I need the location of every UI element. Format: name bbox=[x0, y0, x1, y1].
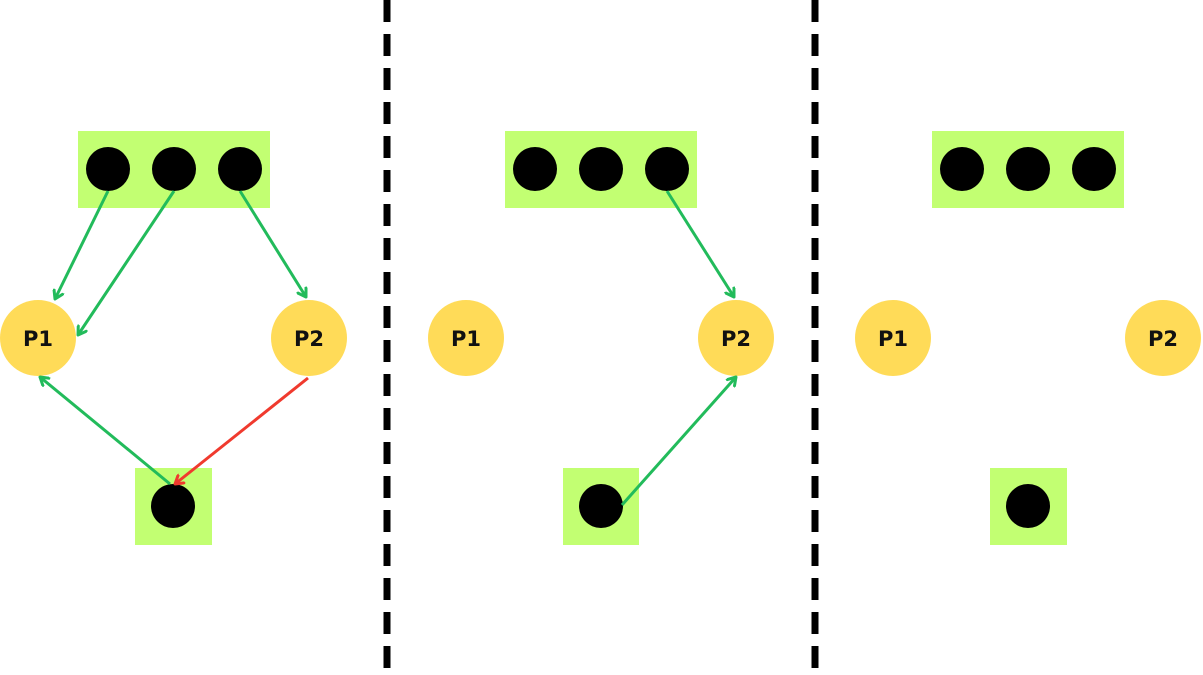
resource-instance-dot bbox=[579, 147, 623, 191]
process-node-p2 bbox=[1125, 300, 1201, 376]
allocation-edge bbox=[238, 190, 306, 297]
process-label-p2: P2 bbox=[294, 327, 324, 351]
resource-instance-dot bbox=[151, 484, 195, 528]
process-node-p2 bbox=[271, 300, 347, 376]
panel-1: P1 P2 bbox=[0, 131, 347, 545]
process-node-p1 bbox=[428, 300, 504, 376]
allocation-edge bbox=[665, 190, 734, 297]
resource-instance-dot bbox=[645, 147, 689, 191]
allocation-edge bbox=[55, 190, 110, 299]
request-edge bbox=[175, 376, 309, 484]
resource-instance-dot bbox=[940, 147, 984, 191]
panel-3: P1 P2 bbox=[855, 131, 1201, 545]
allocation-edge bbox=[78, 190, 176, 335]
resource-instance-dot bbox=[513, 147, 557, 191]
process-label-p1: P1 bbox=[23, 327, 53, 351]
process-node-p1 bbox=[0, 300, 76, 376]
panel-2: P1 P2 bbox=[428, 131, 774, 545]
allocation-edge bbox=[620, 377, 736, 506]
resource-instance-dot bbox=[1072, 147, 1116, 191]
resource-instance-dot bbox=[218, 147, 262, 191]
process-node-p1 bbox=[855, 300, 931, 376]
resource-instance-dot bbox=[579, 484, 623, 528]
resource-instance-dot bbox=[152, 147, 196, 191]
resource-instance-dot bbox=[86, 147, 130, 191]
process-label-p1: P1 bbox=[878, 327, 908, 351]
process-label-p2: P2 bbox=[1148, 327, 1178, 351]
process-node-p2 bbox=[698, 300, 774, 376]
resource-instance-dot bbox=[1006, 484, 1050, 528]
resource-instance-dot bbox=[1006, 147, 1050, 191]
process-label-p1: P1 bbox=[451, 327, 481, 351]
process-label-p2: P2 bbox=[721, 327, 751, 351]
allocation-edge bbox=[40, 377, 171, 486]
